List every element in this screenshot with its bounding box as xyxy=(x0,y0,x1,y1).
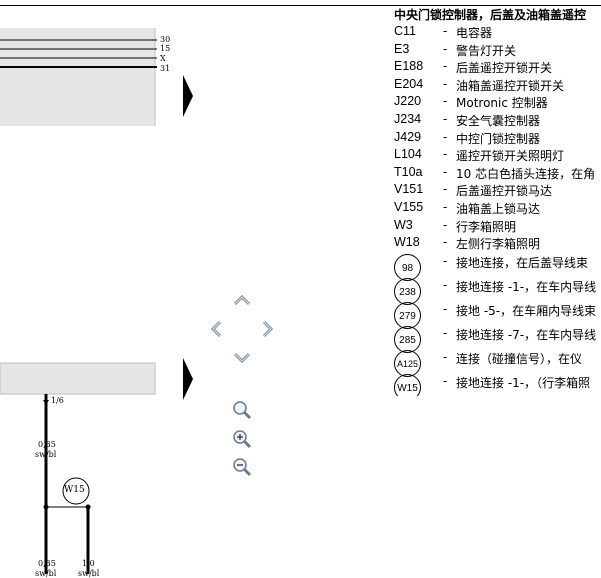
legend-symbol-item: A125-连接（碰撞信号），在仪 xyxy=(394,348,601,377)
zoom-out-icon xyxy=(233,458,252,477)
legend-item: T10a-10 芯白色插头连接，在角 xyxy=(394,164,596,181)
pan-left-button[interactable] xyxy=(209,320,223,338)
pan-up-button[interactable] xyxy=(233,293,251,307)
pan-right-button[interactable] xyxy=(261,320,275,338)
pan-down-button[interactable] xyxy=(233,351,251,365)
zoom-in-icon xyxy=(233,430,252,449)
chevron-right-icon xyxy=(262,320,274,338)
legend-item: V155-油箱盖上锁马达 xyxy=(394,199,541,216)
magnifier-icon xyxy=(233,401,252,420)
relay-panel-top xyxy=(0,28,155,126)
next-page-arrow-top[interactable] xyxy=(183,75,193,117)
legend-symbol-item: 279-接地 -5-，在车厢内导线束 xyxy=(394,300,601,329)
zoom-in-button[interactable] xyxy=(231,428,253,450)
chevron-up-icon xyxy=(233,294,251,306)
legend-item: W3-行李箱照明 xyxy=(394,217,517,234)
legend-item: V151-后盖遥控开锁马达 xyxy=(394,182,553,199)
legend-item: E188-后盖遥控开锁开关 xyxy=(394,59,553,76)
zoom-fit-button[interactable] xyxy=(231,399,253,421)
legend-symbol-item: 285-接地连接 -7-，在车内导线 xyxy=(394,324,601,353)
legend-symbol-item: 98-接地连接，在后盖导线束 xyxy=(394,252,601,281)
wire1-size: 0,35 xyxy=(38,440,56,449)
top-border-line xyxy=(0,5,601,6)
legend-item: C11-电容器 xyxy=(394,24,493,40)
wiring-diagram[interactable]: 30 15 X 31 1/6 0,35 sw/bl W15 0,35 sw/bl… xyxy=(0,0,193,578)
legend-item: E204-油箱盖遥控开锁开关 xyxy=(394,76,565,93)
ground-point-w15 xyxy=(62,477,90,505)
legend-symbol-item: 238-接地连接 -1-，在车内导线 xyxy=(394,276,601,305)
legend-item: J429-中控门锁控制器 xyxy=(394,129,541,146)
wire-label-x: X xyxy=(160,54,166,63)
legend-item: L104-遥控开锁开关照明灯 xyxy=(394,147,565,164)
component-legend: 中央门锁控制器，后盖及油箱盖遥控 C11-电容器 E3-警告灯开关 E188-后… xyxy=(394,8,601,396)
chevron-left-icon xyxy=(210,320,222,338)
wire1-color: sw/bl xyxy=(35,450,57,459)
legend-symbol-item: W15-接地连接 -1-，（行李箱照 xyxy=(394,372,601,396)
diagram-drawing xyxy=(0,28,157,574)
zoom-out-button[interactable] xyxy=(231,456,253,478)
connector-ref: 1/6 xyxy=(51,396,64,405)
wire-label-31: 31 xyxy=(160,64,171,73)
wire2-size: 0,35 xyxy=(38,559,56,568)
legend-item: J234-安全气囊控制器 xyxy=(394,111,541,128)
next-page-arrow-bottom[interactable] xyxy=(183,358,193,400)
wire-label-15: 15 xyxy=(160,44,171,53)
wire3-size: 1,0 xyxy=(82,559,95,568)
ground-symbol-label: W15 xyxy=(64,485,85,495)
ground-symbol: W15 xyxy=(394,373,421,396)
legend-item: E3-警告灯开关 xyxy=(394,41,517,58)
legend-title: 中央门锁控制器，后盖及油箱盖遥控 xyxy=(394,8,587,22)
legend-item: W18-左侧行李箱照明 xyxy=(394,235,541,252)
relay-panel-bottom xyxy=(0,362,156,395)
chevron-down-icon xyxy=(233,352,251,364)
wire-label-30: 30 xyxy=(160,35,171,44)
legend-item: J220-Motronic 控制器 xyxy=(394,94,548,111)
